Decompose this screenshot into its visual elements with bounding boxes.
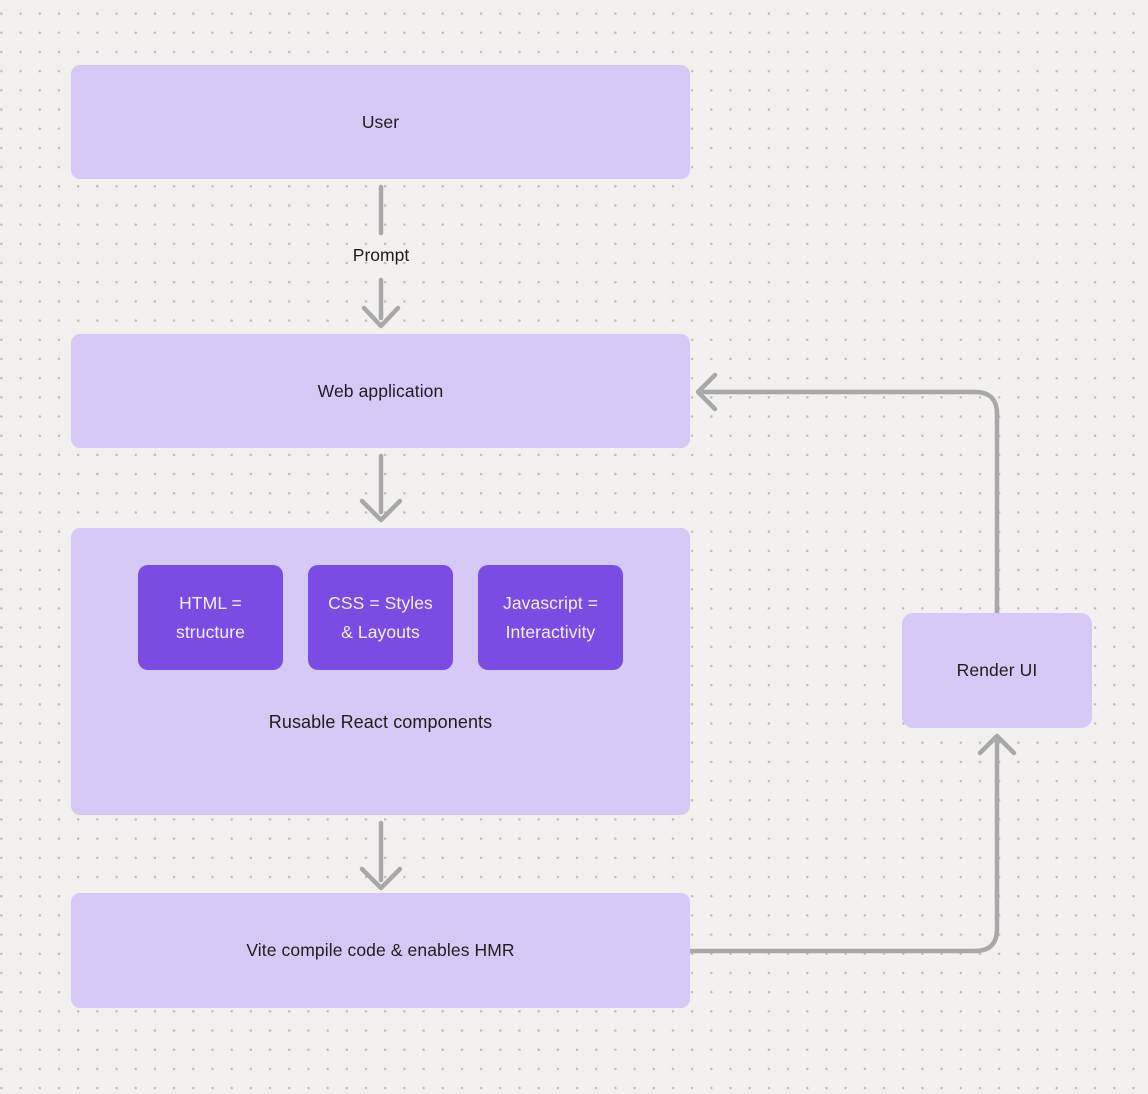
node-vite: Vite compile code & enables HMR: [71, 893, 690, 1008]
arrowhead-down-into-vite-icon: [359, 866, 403, 891]
arrowhead-up-into-renderui-icon: [977, 733, 1017, 756]
chip-javascript-line1: Javascript =: [502, 592, 599, 613]
chip-html-line1: HTML =: [179, 592, 242, 613]
chip-css-line2: & Layouts: [341, 621, 420, 642]
react-components-caption: Rusable React components: [268, 712, 493, 732]
arrowhead-down-into-webapp-icon: [361, 305, 401, 329]
chip-html-line2: structure: [176, 621, 245, 642]
node-user: User: [71, 65, 690, 179]
arrowhead-down-into-components-icon: [359, 498, 403, 523]
node-react-components-group: HTML = structure CSS = Styles & Layouts …: [71, 528, 690, 815]
node-web-application-label: Web application: [317, 380, 444, 401]
components-chip-row: HTML = structure CSS = Styles & Layouts …: [138, 565, 623, 670]
chip-javascript-line2: Interactivity: [505, 621, 596, 642]
node-user-label: User: [361, 111, 400, 132]
edge-label-prompt: Prompt: [352, 245, 410, 265]
node-render-ui-label: Render UI: [956, 660, 1038, 680]
chip-css: CSS = Styles & Layouts: [308, 565, 453, 670]
chip-javascript: Javascript = Interactivity: [478, 565, 623, 670]
edge-renderui-to-webapp-line: [701, 389, 1000, 616]
node-render-ui: Render UI: [902, 613, 1092, 728]
edge-vite-to-renderui-line: [687, 739, 1000, 954]
arrowhead-left-into-webapp-icon: [695, 372, 718, 412]
node-web-application: Web application: [71, 334, 690, 448]
chip-css-line1: CSS = Styles: [328, 592, 433, 613]
node-vite-label: Vite compile code & enables HMR: [246, 940, 515, 960]
chip-html: HTML = structure: [138, 565, 283, 670]
